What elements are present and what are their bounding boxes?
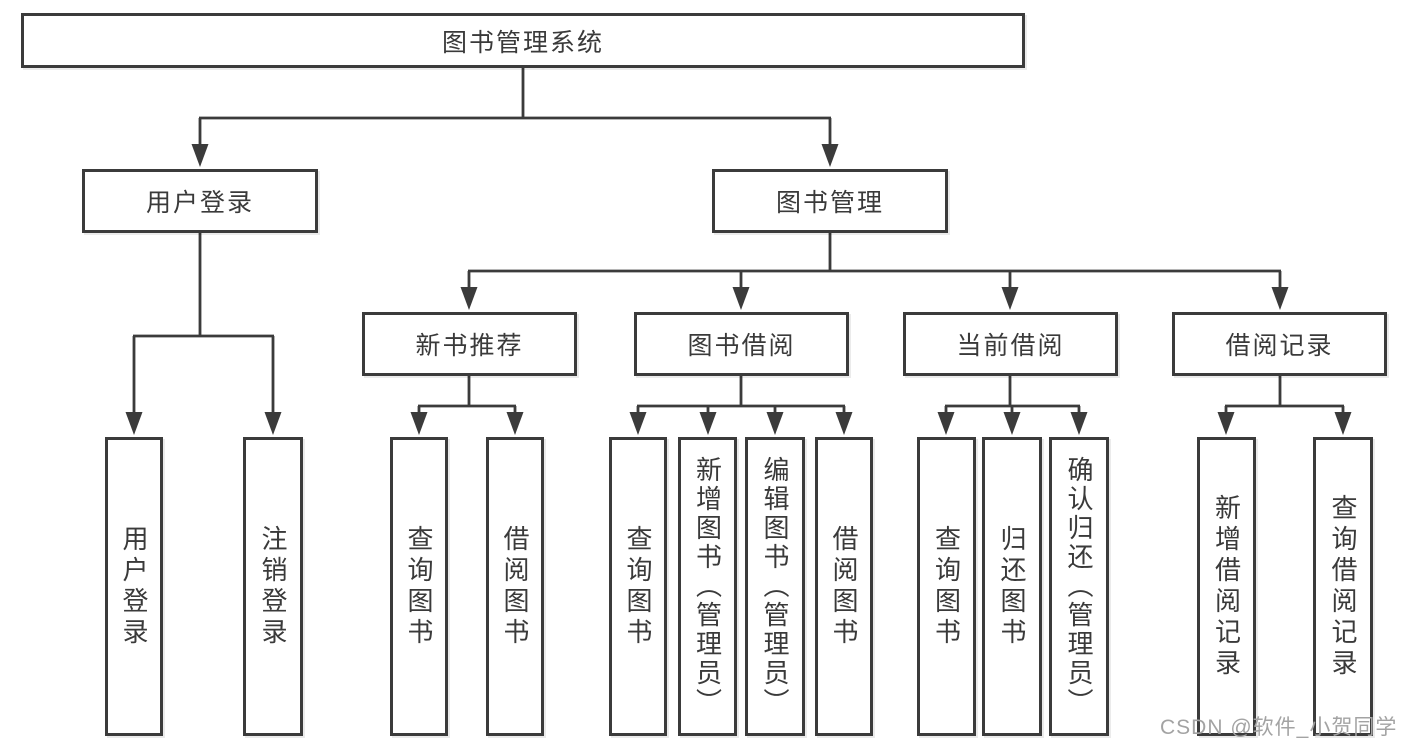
- arrowhead: [629, 412, 647, 435]
- leaf-add-books-admin: 新增图书（管理员）: [678, 437, 737, 736]
- arrowhead: [766, 412, 784, 435]
- leaf-logout: 注销登录: [243, 437, 303, 736]
- leaf-edit-books-admin: 编辑图书（管理员）: [745, 437, 805, 736]
- arrowhead: [460, 287, 478, 310]
- arrowhead: [1334, 412, 1352, 435]
- leaf-query-books: 查询图书: [917, 437, 976, 736]
- node-user-login: 用户登录: [82, 169, 318, 233]
- node-root-system: 图书管理系统: [21, 13, 1025, 68]
- node-new-book-recommend: 新书推荐: [362, 312, 577, 376]
- leaf-borrow-books: 借阅图书: [815, 437, 873, 736]
- arrowhead: [410, 412, 428, 435]
- arrowhead: [821, 144, 839, 167]
- leaf-query-books: 查询图书: [390, 437, 448, 736]
- arrowhead: [506, 412, 524, 435]
- arrowhead: [699, 412, 717, 435]
- watermark: CSDN @软件_小贺同学: [1160, 716, 1398, 739]
- arrowhead: [937, 412, 955, 435]
- leaf-user-login: 用户登录: [105, 437, 163, 736]
- node-book-management: 图书管理: [712, 169, 948, 233]
- leaf-add-borrow-record: 新增借阅记录: [1197, 437, 1256, 736]
- arrowhead: [125, 412, 143, 435]
- node-book-borrowing: 图书借阅: [634, 312, 849, 376]
- node-current-borrowing: 当前借阅: [903, 312, 1118, 376]
- leaf-return-books: 归还图书: [982, 437, 1042, 736]
- arrowhead: [1003, 412, 1021, 435]
- arrowheads: [125, 144, 1352, 435]
- arrowhead: [264, 412, 282, 435]
- node-borrowing-records: 借阅记录: [1172, 312, 1387, 376]
- arrowhead: [191, 144, 209, 167]
- arrowhead: [732, 287, 750, 310]
- edge-lines: [132, 68, 1345, 414]
- arrowhead: [1271, 287, 1289, 310]
- leaf-query-books: 查询图书: [609, 437, 667, 736]
- arrowhead: [1001, 287, 1019, 310]
- arrowhead: [1070, 412, 1088, 435]
- leaf-query-borrow-record: 查询借阅记录: [1313, 437, 1373, 736]
- leaf-borrow-books: 借阅图书: [486, 437, 544, 736]
- arrowhead: [1217, 412, 1235, 435]
- leaf-confirm-return-admin: 确认归还（管理员）: [1049, 437, 1109, 736]
- arrowhead: [835, 412, 853, 435]
